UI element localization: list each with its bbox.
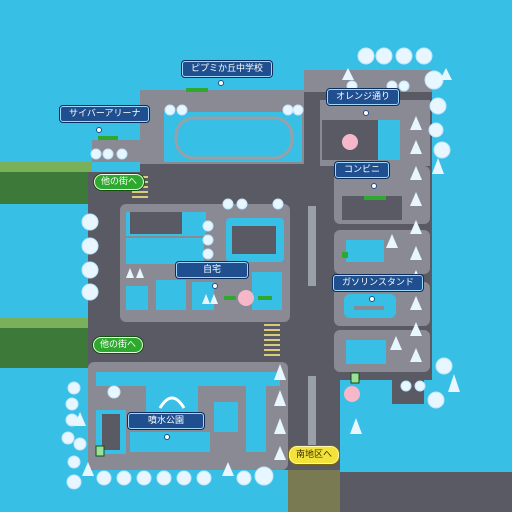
- exit-other-town-upper[interactable]: 他の街へ: [94, 174, 145, 190]
- exit-south-district[interactable]: 南地区へ: [289, 446, 340, 464]
- warp-icons: [95, 372, 360, 457]
- label-school[interactable]: ピプミか丘中学校: [182, 61, 273, 77]
- pin-orange-street: [363, 110, 369, 116]
- pin-gas-station: [369, 296, 375, 302]
- fountain: [158, 396, 186, 409]
- pin-school: [218, 80, 224, 86]
- pin-convenience-store: [371, 183, 377, 189]
- pin-home: [212, 283, 218, 289]
- south-exit-road: [288, 470, 340, 512]
- pin-arena: [96, 127, 102, 133]
- pin-fountain-park: [164, 434, 170, 440]
- label-home[interactable]: 自宅: [176, 262, 248, 278]
- pink-trees: [238, 134, 360, 402]
- label-arena[interactable]: サイバーアリーナ: [60, 106, 150, 122]
- label-orange-street[interactable]: オレンジ通り: [327, 89, 400, 105]
- label-gas-station[interactable]: ガソリンスタンド: [333, 275, 423, 291]
- exit-other-town-lower[interactable]: 他の街へ: [93, 337, 144, 353]
- label-convenience-store[interactable]: コンビニ: [335, 162, 390, 178]
- trees: [61, 47, 453, 490]
- entrance-markers: [98, 88, 386, 300]
- label-fountain-park[interactable]: 噴水公園: [128, 413, 204, 429]
- school-track: [174, 116, 294, 160]
